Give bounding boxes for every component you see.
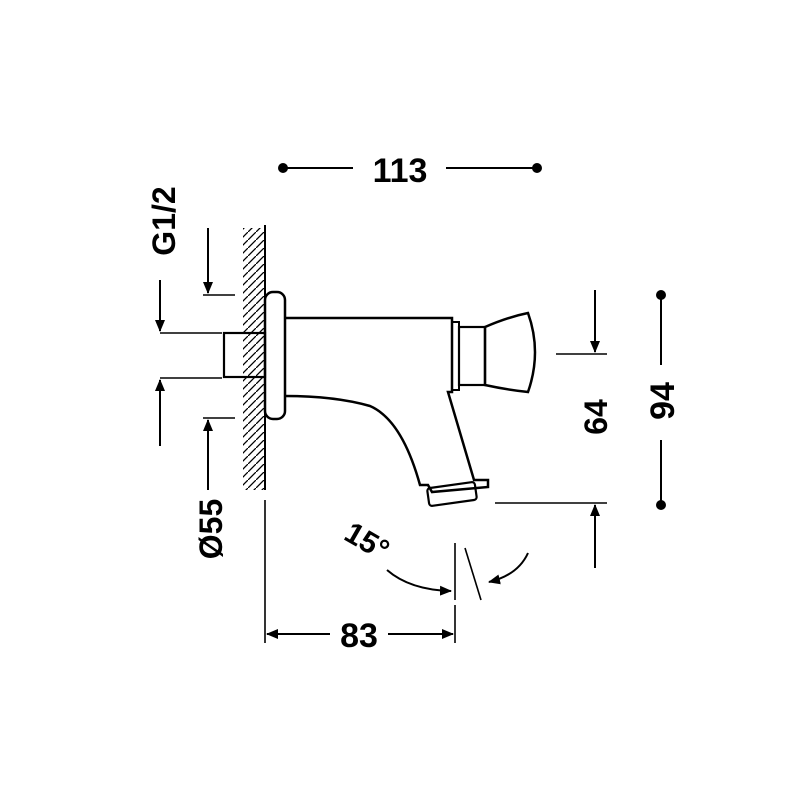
valve-collar — [457, 325, 487, 387]
dimension-113: 113 — [278, 152, 542, 190]
dimension-label-diameter: Ø55 — [193, 499, 229, 559]
dimension-label-angle: 15° — [339, 516, 395, 567]
faucet-spout-body — [284, 316, 490, 494]
dimension-label-113: 113 — [373, 152, 428, 190]
wall — [243, 225, 266, 490]
push-button-knob — [483, 311, 537, 394]
spout-aerator — [426, 481, 478, 507]
angle-inclined-reference — [464, 547, 482, 601]
faucet — [222, 290, 537, 507]
angle-arc-left — [386, 569, 452, 596]
dimension-64: 64 — [495, 290, 614, 568]
dimension-thread: G1/2 — [146, 186, 222, 446]
dimension-label-64: 64 — [578, 399, 614, 435]
dimension-angle: 15° — [339, 516, 529, 601]
angle-arc-right — [488, 552, 529, 585]
dimension-label-94: 94 — [644, 382, 682, 420]
dimension-diameter: Ø55 — [193, 228, 235, 559]
dimension-label-83: 83 — [340, 617, 378, 655]
dimension-83: 83 — [264, 500, 456, 655]
wall-hatching — [243, 228, 265, 490]
dimension-94: 94 — [644, 290, 682, 510]
dimension-label-thread: G1/2 — [146, 186, 182, 255]
wall-flange — [263, 290, 287, 421]
